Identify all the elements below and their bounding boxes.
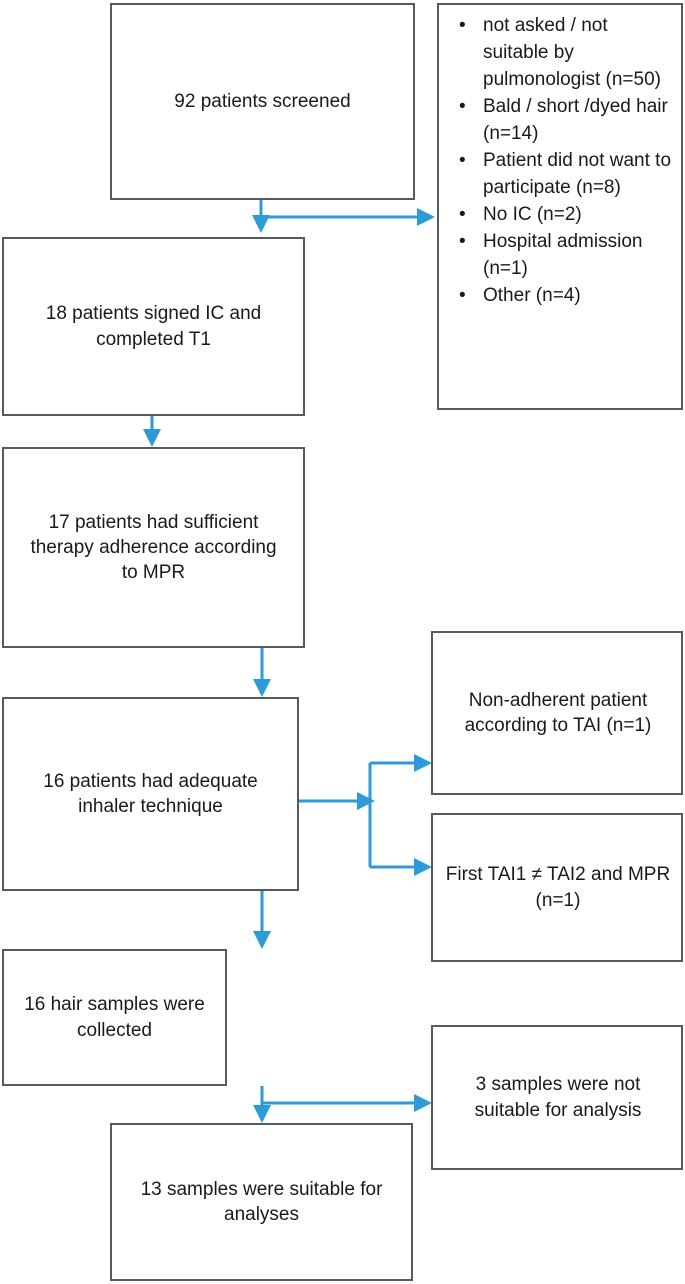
side-box-not-suitable-label: 3 samples were not suitable for analysis [474, 1074, 642, 1121]
list-item-label: not asked / not suitable by pulmonologis… [483, 15, 661, 90]
flow-box-signed-ic: 18 patients signed IC and completed T1 [2, 237, 305, 416]
bullet-icon: • [459, 230, 466, 252]
flow-box-hair-collected: 16 hair samples were collected [2, 949, 227, 1086]
side-box-tai1-neq-tai2-label: First TAI1 ≠ TAI2 and MPR (n=1) [445, 864, 671, 911]
bullet-icon: • [459, 95, 466, 117]
list-item-label: Patient did not want to participate (n=8… [483, 149, 672, 198]
exclusion-reasons-list: • not asked / not suitable by pulmonolog… [443, 13, 675, 310]
bullet-icon: • [459, 15, 466, 36]
flow-box-inhaler-technique-label: 16 patients had adequate inhaler techniq… [43, 770, 258, 817]
flow-box-screened-label: 92 patients screened [174, 90, 351, 112]
flow-box-therapy-adherence-label: 17 patients had sufficient therapy adher… [30, 511, 277, 584]
bullet-icon: • [459, 149, 466, 171]
list-item-label: Other (n=4) [483, 284, 581, 306]
list-item-label: No IC (n=2) [483, 203, 582, 225]
flow-box-signed-ic-label: 18 patients signed IC and completed T1 [45, 303, 262, 350]
flow-box-samples-suitable-label: 13 samples were suitable for analyses [140, 1178, 383, 1225]
arrow-inhaler-split-trunk [299, 763, 375, 867]
list-item: • Other (n=4) [443, 283, 675, 310]
side-box-non-adherent-tai: Non-adherent patient according to TAI (n… [431, 631, 683, 795]
list-item: • Bald / short /dyed hair (n=14) [443, 94, 675, 148]
flow-box-screened: 92 patients screened [110, 3, 415, 200]
flow-box-hair-collected-label: 16 hair samples were collected [24, 994, 205, 1041]
list-item: • No IC (n=2) [443, 202, 675, 229]
bullet-icon: • [459, 203, 466, 225]
list-item: • Patient did not want to participate (n… [443, 148, 675, 202]
flow-box-therapy-adherence: 17 patients had sufficient therapy adher… [2, 447, 305, 648]
list-item: • not asked / not suitable by pulmonolog… [443, 13, 675, 94]
side-box-tai1-neq-tai2: First TAI1 ≠ TAI2 and MPR (n=1) [431, 813, 683, 962]
side-box-non-adherent-tai-label: Non-adherent patient according to TAI (n… [464, 689, 652, 736]
bullet-icon: • [459, 284, 466, 306]
list-item: • Hospital admission (n=1) [443, 229, 675, 283]
exclusion-reasons-box: • not asked / not suitable by pulmonolog… [437, 3, 683, 410]
flow-box-samples-suitable: 13 samples were suitable for analyses [110, 1123, 413, 1281]
list-item-label: Hospital admission (n=1) [483, 230, 643, 279]
list-item-label: Bald / short /dyed hair (n=14) [483, 95, 668, 144]
side-box-not-suitable: 3 samples were not suitable for analysis [431, 1025, 683, 1170]
flow-box-inhaler-technique: 16 patients had adequate inhaler techniq… [2, 697, 299, 891]
